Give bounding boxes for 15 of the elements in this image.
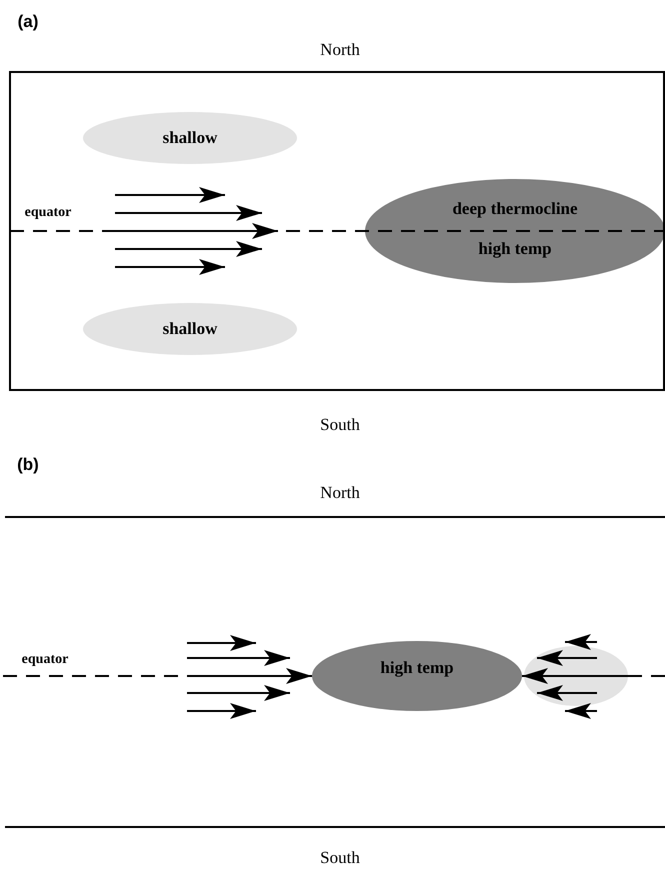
panel-label: (b) xyxy=(17,455,39,475)
arrow xyxy=(187,668,312,684)
equator-label: equator xyxy=(22,652,68,668)
region-label: deep thermocline xyxy=(451,199,579,219)
region-label: high temp xyxy=(477,239,553,259)
direction-label: South xyxy=(320,848,360,868)
direction-label: North xyxy=(320,483,360,503)
arrow xyxy=(522,668,628,684)
direction-label: South xyxy=(320,415,360,435)
region-label: high temp xyxy=(379,658,455,678)
region-label: shallow xyxy=(162,319,218,339)
direction-label: North xyxy=(320,40,360,60)
panel-label: (a) xyxy=(18,12,38,32)
equator-label: equator xyxy=(24,205,72,221)
region-label: shallow xyxy=(162,128,218,148)
